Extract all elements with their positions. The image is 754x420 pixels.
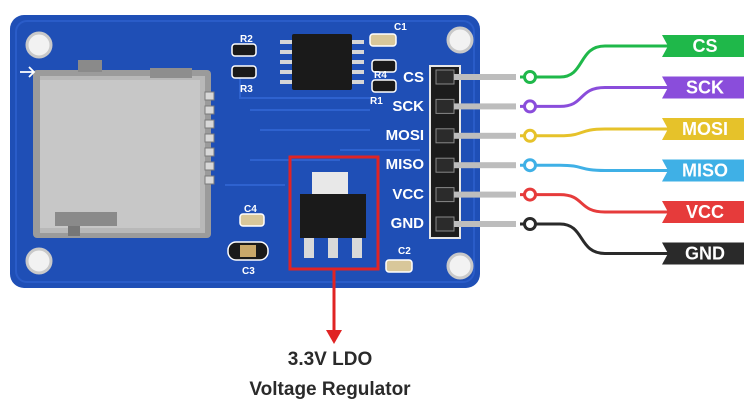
- insert-arrow-icon: [20, 66, 36, 78]
- buffer-ic-chip: [280, 34, 364, 90]
- refdes-c4: C4: [244, 204, 257, 215]
- header-pin-metal-gnd: [454, 221, 516, 227]
- pin-tag-label-vcc: VCC: [686, 202, 724, 222]
- refdes-r4: R4: [374, 70, 387, 81]
- smd-component-c1: [369, 33, 397, 47]
- pin-tag-sck: [662, 76, 744, 99]
- ldo-highlight-box: [288, 155, 380, 271]
- refdes-c3: C3: [242, 266, 255, 277]
- mounting-hole: [446, 252, 474, 280]
- header-pin-miso: [435, 157, 455, 173]
- wire-end-miso: [523, 158, 537, 173]
- wire-cs: [520, 44, 668, 79]
- pin-tag-label-miso: MISO: [682, 161, 728, 181]
- callout-label-line-2: Voltage Regulator: [249, 379, 411, 400]
- smd-component-c4: [239, 213, 265, 227]
- header-pin-sck: [435, 98, 455, 114]
- wire-mosi: [520, 127, 668, 138]
- smd-component-c2: [385, 259, 413, 273]
- pin-tag-label-sck: SCK: [686, 78, 724, 98]
- refdes-r1: R1: [370, 96, 383, 107]
- silk-label-sck: SCK: [392, 98, 424, 115]
- silk-label-gnd: GND: [391, 215, 425, 232]
- wire-sck: [520, 86, 668, 108]
- header-pin-vcc: [435, 187, 455, 203]
- header-pin-gnd: [435, 216, 455, 232]
- wire-miso: [520, 163, 668, 172]
- refdes-c1: C1: [394, 22, 407, 33]
- header-pin-metal-cs: [454, 74, 516, 80]
- pin-tag-label-cs: CS: [692, 36, 717, 56]
- refdes-r3: R3: [240, 84, 253, 95]
- header-pin-metal-miso: [454, 162, 516, 169]
- smd-component-r4: [371, 59, 397, 73]
- smd-component-r3: [231, 65, 257, 79]
- wire-end-cs: [523, 70, 537, 84]
- silk-label-mosi: MOSI: [386, 127, 424, 144]
- header-pin-metal-vcc: [454, 191, 516, 198]
- wire-end-sck: [523, 99, 537, 114]
- silk-label-vcc: VCC: [392, 186, 424, 203]
- pin-header: [429, 65, 516, 239]
- refdes-c2: C2: [398, 246, 411, 257]
- smd-component-r2: [231, 43, 257, 57]
- mounting-hole: [25, 247, 53, 275]
- pin-tag-vcc: [662, 201, 744, 223]
- mounting-hole: [25, 31, 53, 59]
- callout-arrow: [326, 270, 342, 344]
- wire-gnd: [520, 222, 668, 255]
- wire-vcc: [520, 193, 668, 214]
- header-pin-mosi: [435, 128, 455, 144]
- wire-end-mosi: [523, 128, 537, 143]
- pin-tag-cs: [662, 35, 744, 57]
- callout-label-line-1: 3.3V LDO: [287, 349, 373, 370]
- header-pin-cs: [435, 69, 455, 85]
- pin-tag-mosi: [662, 118, 744, 140]
- pin-tag-gnd: [662, 242, 744, 265]
- pin-tag-miso: [662, 159, 744, 182]
- refdes-r2: R2: [240, 34, 253, 45]
- micro-sd-slot: [20, 60, 215, 238]
- wire-end-gnd: [523, 217, 537, 231]
- pin-tag-label-mosi: MOSI: [682, 119, 728, 139]
- mounting-hole: [446, 26, 474, 54]
- smd-component-c3: [227, 241, 269, 261]
- header-pin-metal-mosi: [454, 132, 516, 139]
- header-pin-metal-sck: [454, 103, 516, 110]
- smd-component-r1: [371, 79, 397, 93]
- ldo-regulator: [300, 172, 366, 258]
- silk-label-cs: CS: [403, 69, 424, 86]
- pin-wires: CS SCK MOSI MISO VCC GND: [520, 35, 744, 265]
- wire-end-vcc: [523, 187, 537, 202]
- silk-label-miso: MISO: [386, 156, 425, 173]
- pin-tag-label-gnd: GND: [685, 244, 725, 264]
